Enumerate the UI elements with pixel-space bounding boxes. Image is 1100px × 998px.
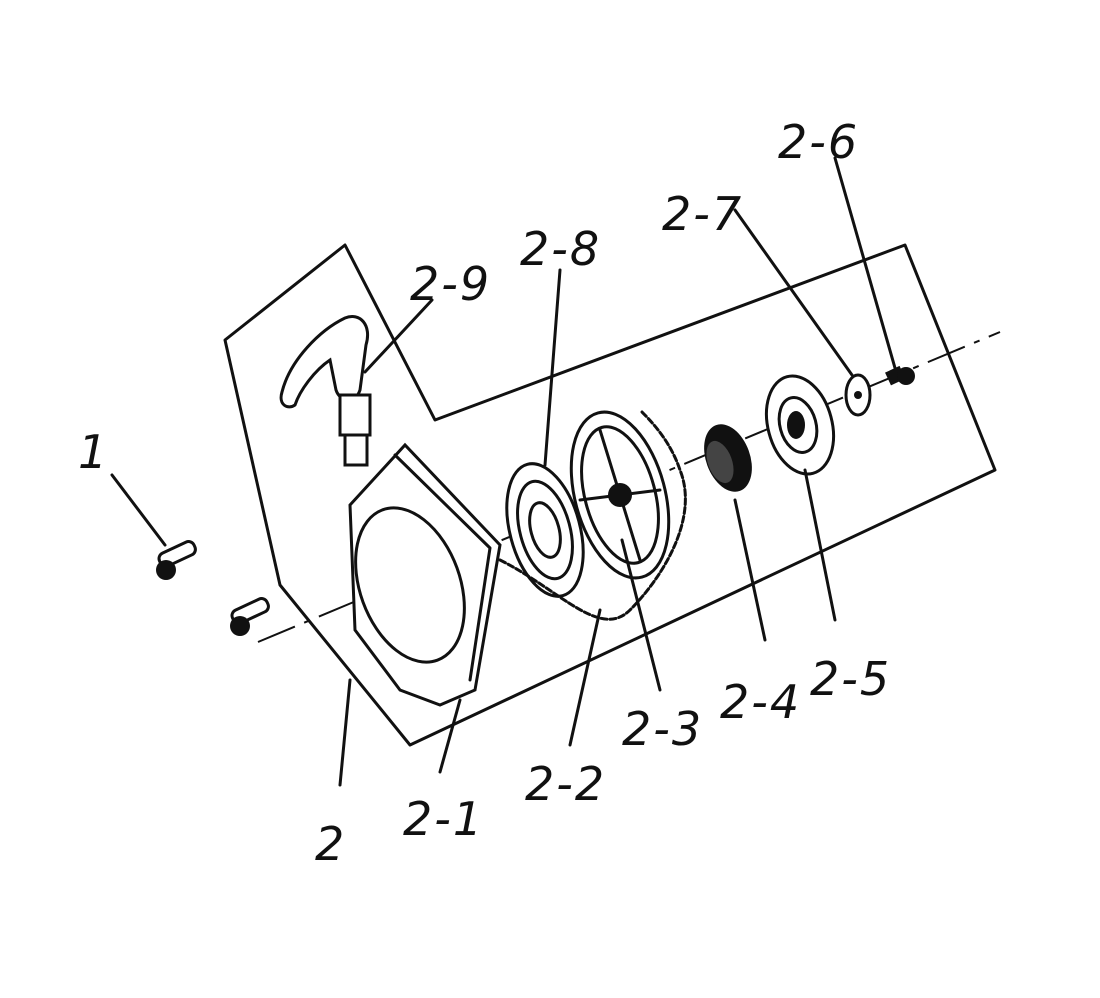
label-2: 2: [315, 817, 346, 871]
label-2-6: 2-6: [778, 115, 859, 169]
bolt-part-1: [156, 540, 270, 636]
screw-part-2-6: [885, 365, 915, 386]
label-2-1: 2-1: [403, 792, 484, 846]
pulley-part-2-3: [569, 410, 671, 580]
label-1: 1: [78, 425, 109, 479]
label-2-5: 2-5: [810, 652, 891, 706]
washer-part-2-7: [844, 373, 872, 417]
leader-lines: [110, 156, 897, 787]
label-2-2: 2-2: [525, 757, 606, 811]
rope-part-2-2: [498, 408, 687, 621]
label-2-7: 2-7: [662, 187, 743, 241]
label-2-4: 2-4: [720, 675, 801, 729]
spring-part-2-8: [505, 462, 585, 598]
label-2-8: 2-8: [520, 222, 601, 276]
assembly-boundary: [223, 243, 997, 747]
cover-part-2-5: [764, 374, 836, 476]
ratchet-part-2-4: [704, 424, 752, 492]
label-2-9: 2-9: [410, 257, 491, 311]
starter-handle-part-2-9: [279, 315, 372, 467]
starter-housing-part-2-1: [348, 442, 502, 707]
label-2-3: 2-3: [622, 702, 703, 756]
